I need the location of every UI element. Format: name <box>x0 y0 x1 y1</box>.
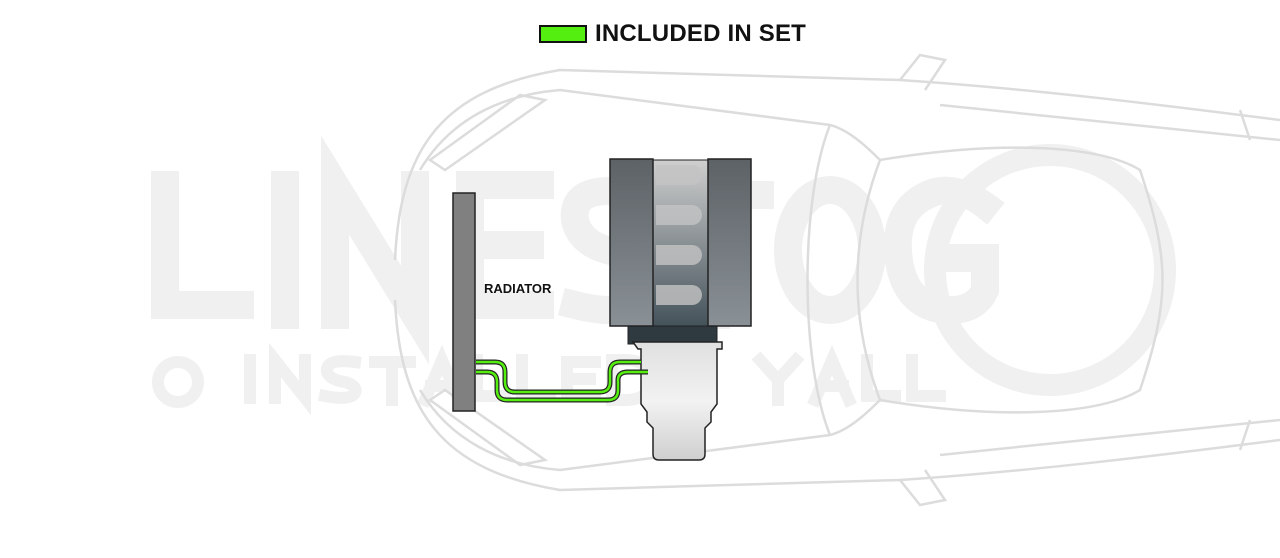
cooler-lines <box>476 359 648 403</box>
radiator-label: RADIATOR <box>484 281 552 296</box>
transmission <box>631 341 723 461</box>
engine <box>609 158 752 345</box>
legend-swatch <box>539 25 587 43</box>
legend: INCLUDED IN SET <box>539 20 806 48</box>
car-outline <box>393 53 1280 507</box>
legend-label: INCLUDED IN SET <box>595 20 807 47</box>
radiator <box>452 192 476 412</box>
